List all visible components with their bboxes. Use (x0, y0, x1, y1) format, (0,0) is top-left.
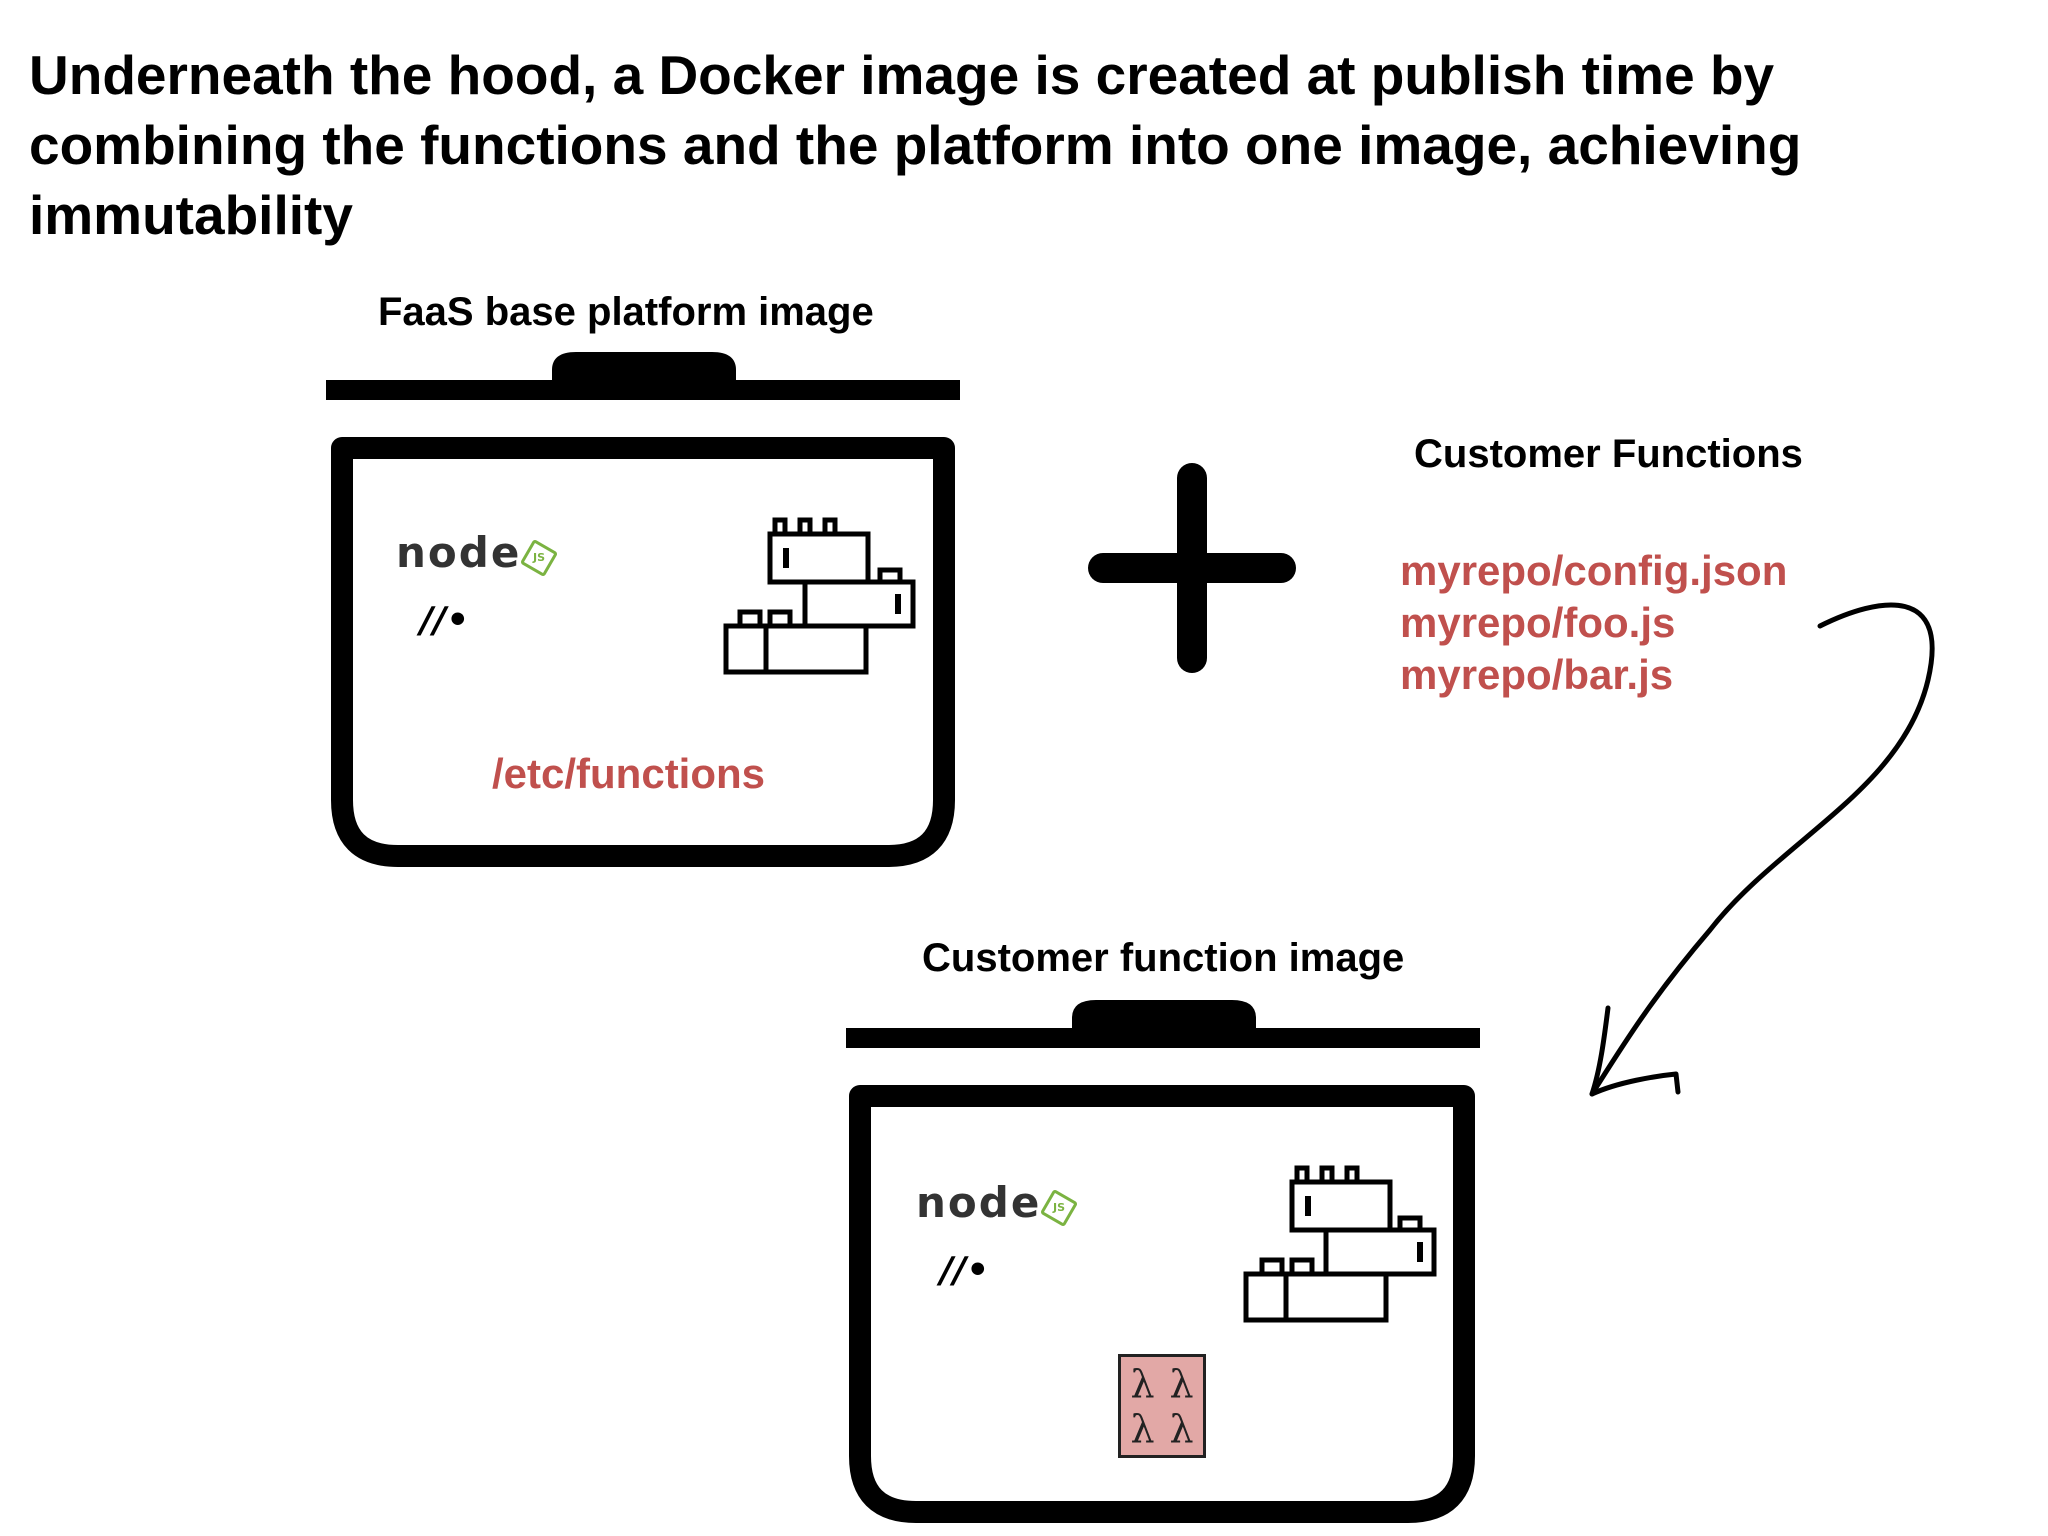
base-image-path: /etc/functions (492, 750, 766, 797)
base-image-container (326, 352, 960, 867)
customer-image-bucket (849, 1085, 1475, 1523)
fsm-logo-icon: //• (940, 1250, 990, 1291)
lambda-icon: λ (1169, 1361, 1194, 1406)
customer-functions-label: Customer Functions (1414, 432, 1803, 476)
customer-image-lid-handle (1072, 1000, 1256, 1030)
curved-arrow-icon (1589, 602, 1935, 1097)
base-image-bucket (331, 437, 955, 867)
file-item: myrepo/foo.js (1400, 599, 1676, 646)
fsm-logo-icon: //• (420, 600, 470, 641)
nodejs-logo-icon: node (916, 1178, 1042, 1227)
customer-image-label: Customer function image (922, 936, 1405, 980)
customer-image-lid-bar (846, 1028, 1480, 1048)
base-image-label: FaaS base platform image (378, 290, 874, 334)
page-heading: Underneath the hood, a Docker image is c… (29, 44, 1802, 246)
base-image-lid-bar (326, 380, 960, 400)
customer-functions-file-list: myrepo/config.json myrepo/foo.js myrepo/… (1400, 545, 1787, 701)
lambda-icon: λ (1169, 1406, 1194, 1451)
base-image-lid-handle (552, 352, 736, 382)
file-item: myrepo/bar.js (1400, 651, 1674, 698)
customer-image-container (846, 1000, 1480, 1523)
lambda-functions-box: λ λ λ λ (1118, 1354, 1206, 1458)
lambda-icon: λ (1130, 1361, 1155, 1406)
brick-icon (1243, 1165, 1437, 1323)
file-item: myrepo/config.json (1400, 547, 1788, 594)
brick-icon (723, 517, 916, 675)
nodejs-logo-icon: node (396, 528, 522, 577)
plus-icon (1088, 463, 1296, 673)
lambda-icon: λ (1130, 1406, 1155, 1451)
